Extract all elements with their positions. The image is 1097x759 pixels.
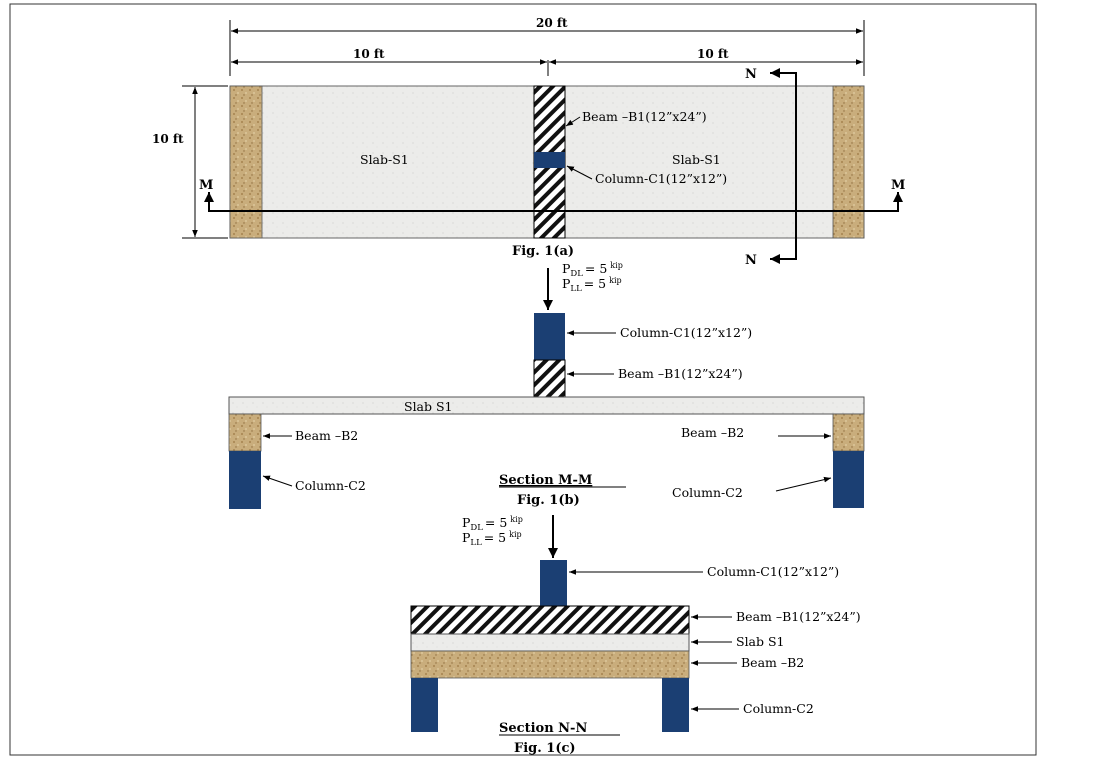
column-c1-plan [534,152,565,168]
slab-s1-section-c [410,633,690,652]
beam-b1-b-label: Beam –B1(12”x24”) [618,366,743,381]
figure-1a-plan: 20 ft 10 ft 10 ft 10 ft Slab-S1 Slab-S1 … [152,16,905,268]
section-line-m-m [208,198,899,212]
beam-b1-section-b [533,359,566,398]
beam-b2-section-b-right [832,413,865,452]
column-c2-c-label: Column-C2 [743,701,814,716]
column-c2-b-right-label: Column-C2 [672,485,743,500]
fig-1c-caption: Fig. 1(c) [514,741,576,756]
column-c2-section-c-right [662,678,689,732]
column-c1-b-label: Column-C1(12”x12”) [620,325,752,340]
section-m-left-label: M [199,178,213,193]
column-c1-section-b [534,313,565,360]
dim-right-label: 10 ft [697,47,729,61]
leader-beam-b1-plan [565,116,581,127]
fig-1a-caption: Fig. 1(a) [512,244,574,259]
slab-b-label: Slab S1 [404,399,453,414]
section-m-m-title: Section M-M [499,473,592,488]
section-n-top-label: N [745,67,757,82]
slab-left-label: Slab-S1 [360,152,409,167]
section-m-right-label: M [891,178,905,193]
beam-b1-plan-label: Beam –B1(12”x24”) [582,109,707,124]
column-c1-plan-label: Column-C1(12”x12”) [595,171,727,186]
dim-total-label: 20 ft [536,16,568,30]
section-n-bottom-label: N [745,253,757,268]
beam-b2-plan-right [832,85,865,239]
beam-b2-section-b-left [228,413,262,452]
beam-b2-section-c [410,650,690,679]
column-c2-section-b-left [229,451,261,509]
beam-b1-section-c [410,605,690,635]
leader-column-c1-plan [566,165,593,180]
leader-column-c2-b-right [775,476,832,492]
beam-b2-b-right-label: Beam –B2 [681,425,744,440]
column-c2-section-b-right [833,451,864,508]
beam-b2-c-label: Beam –B2 [741,655,804,670]
column-c2-b-left-label: Column-C2 [295,478,366,493]
column-c1-c-label: Column-C1(12”x12”) [707,564,839,579]
section-n-n-title: Section N-N [499,721,587,736]
column-c2-section-c-left [411,678,438,732]
beam-b1-c-label: Beam –B1(12”x24”) [736,609,861,624]
slab-s1-section-b [228,396,865,415]
slab-c-label: Slab S1 [736,634,785,649]
slab-right-label: Slab-S1 [672,152,721,167]
column-c1-section-c [540,560,567,606]
dim-height-label: 10 ft [152,132,184,146]
page-border [9,3,1037,756]
beam-b2-plan-left [229,85,263,239]
dim-left-label: 10 ft [353,47,385,61]
leader-column-c2-b-left [262,475,293,487]
fig-1b-caption: Fig. 1(b) [517,493,580,508]
beam-b2-b-left-label: Beam –B2 [295,428,358,443]
